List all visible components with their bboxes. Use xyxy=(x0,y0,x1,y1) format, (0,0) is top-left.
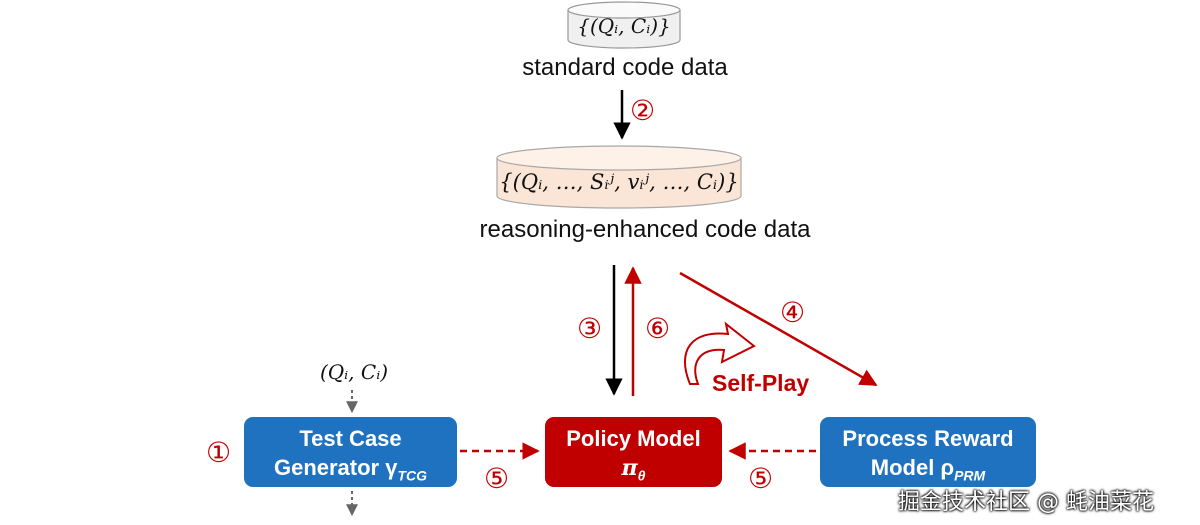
prm-line2-wrap: Model ρPRM xyxy=(820,453,1036,490)
test-case-generator-label: Test Case Generator γTCG xyxy=(244,424,457,490)
process-reward-model-box xyxy=(820,417,1036,487)
policy-line2: π xyxy=(621,455,638,481)
enhanced-data-caption: reasoning-enhanced code data xyxy=(479,216,811,243)
standard-data-caption: standard code data xyxy=(522,54,728,81)
enhanced-data-formula: {(Qᵢ, …, Sᵢʲ, vᵢʲ, …, Cᵢ)} xyxy=(499,170,739,194)
step1-label: ① xyxy=(206,436,232,469)
prm-subscript: PRM xyxy=(954,467,986,484)
tcg-subscript: TCG xyxy=(397,467,428,484)
step5-left-label: ⑤ xyxy=(484,462,510,495)
input-label: (Qᵢ, Cᵢ) xyxy=(319,360,389,384)
step2-label: ② xyxy=(630,94,656,127)
step3-label: ③ xyxy=(577,312,603,345)
tcg-line2-wrap: Generator γTCG xyxy=(244,453,457,490)
prm-line1: Process Reward xyxy=(842,426,1014,451)
standard-data-cylinder xyxy=(567,1,681,49)
arrow-step4 xyxy=(679,271,878,387)
policy-line1: Policy Model xyxy=(566,426,701,451)
step4-label: ④ xyxy=(780,296,806,329)
standard-data-formula: {(Qᵢ, Cᵢ)} xyxy=(577,14,671,38)
process-reward-model-label: Process Reward Model ρPRM xyxy=(820,424,1036,490)
test-case-generator-box xyxy=(244,417,457,487)
enhanced-data-cylinder xyxy=(496,145,742,209)
policy-line2-wrap: πθ xyxy=(545,453,722,490)
policy-model-box xyxy=(545,417,722,487)
tcg-line1: Test Case xyxy=(299,426,402,451)
self-play-label: Self-Play xyxy=(712,370,810,396)
self-play-curved-arrow xyxy=(684,321,756,385)
step6-label: ⑥ xyxy=(645,312,671,345)
policy-subscript: θ xyxy=(637,467,646,484)
policy-model-label: Policy Model πθ xyxy=(545,424,722,490)
prm-line2: Model ρ xyxy=(870,455,955,480)
watermark: 掘金技术社区 @ 蚝油菜花 xyxy=(898,490,1154,515)
step5-right-label: ⑤ xyxy=(748,462,774,495)
tcg-line2: Generator γ xyxy=(273,455,398,480)
